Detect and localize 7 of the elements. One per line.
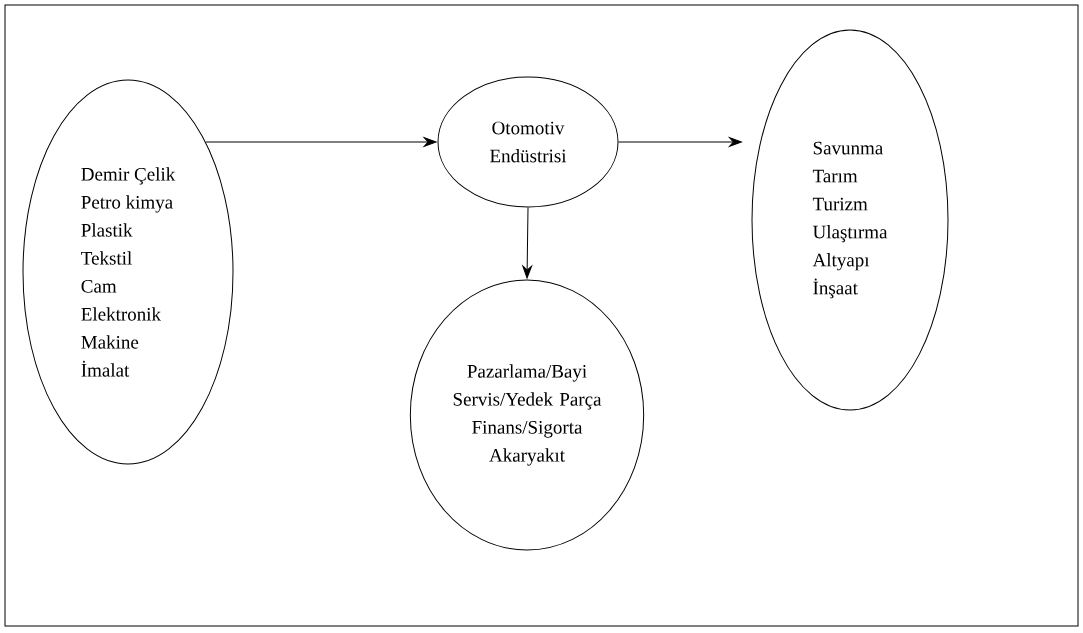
arrow <box>522 207 533 279</box>
arrow <box>205 137 437 147</box>
ellipse-node: Demir Çelik Petro kimya Plastik Tekstil Cam Elektronik Makine İmalat <box>22 79 234 465</box>
ellipse-node: Otomotiv Endüstrisi <box>437 76 619 208</box>
ellipse-node: Savunma Tarım Turizm Ulaştırma Altyapı İnşaat <box>751 29 949 411</box>
ellipse-node: Pazarlama/Bayi Servis/Yedek Parça Finans/Sigorta Akaryakıt <box>409 279 645 551</box>
arrow <box>618 137 742 147</box>
